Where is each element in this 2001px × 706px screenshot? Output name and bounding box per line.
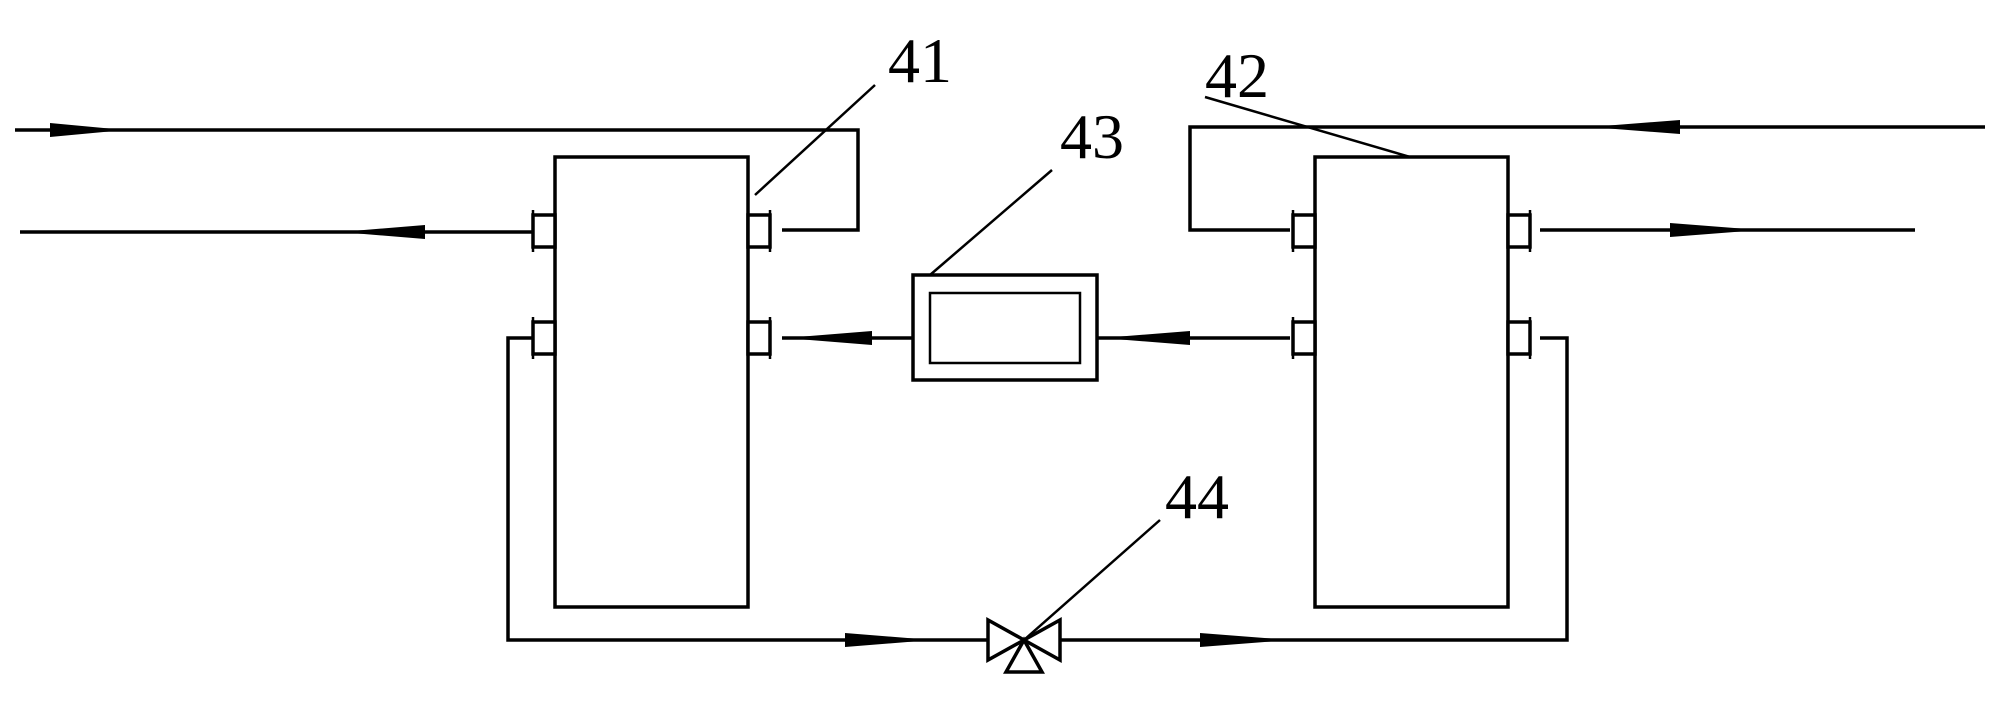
leader-41 <box>754 84 876 196</box>
arrow-bottom-right <box>1200 633 1290 647</box>
arrow-right-outlet <box>1670 223 1760 237</box>
arrow-top-left-inlet <box>50 123 125 137</box>
bottom-loop-pipe <box>506 336 1569 642</box>
flange-41-right-top <box>746 213 772 249</box>
flange-42-left-bottom <box>1291 320 1317 356</box>
label-43: 43 <box>1060 101 1124 172</box>
arrow-top-right-inlet <box>1590 120 1680 134</box>
flange-42-right-bottom <box>1506 320 1532 356</box>
unit-43 <box>911 273 1099 382</box>
left-top-pipe <box>15 128 860 232</box>
flange-41-right-bottom <box>746 320 772 356</box>
label-42: 42 <box>1205 40 1269 111</box>
flange-41-left-top <box>531 213 557 249</box>
label-41: 41 <box>888 25 952 96</box>
leader-43 <box>929 169 1053 276</box>
arrow-bottom-left <box>845 633 932 647</box>
flange-42-right-top <box>1506 213 1532 249</box>
arrow-middle-left <box>785 331 872 345</box>
arrow-middle-right <box>1102 331 1190 345</box>
valve-44 <box>986 617 1062 674</box>
flange-41-left-bottom <box>531 320 557 356</box>
right-top-pipe <box>1188 125 1985 232</box>
arrow-left-outlet <box>340 225 425 239</box>
leader-44 <box>1023 519 1161 641</box>
exchanger-42 <box>1291 155 1532 609</box>
flange-42-left-top <box>1291 213 1317 249</box>
label-44: 44 <box>1165 461 1229 532</box>
exchanger-41 <box>531 155 772 609</box>
leader-42 <box>1204 95 1411 159</box>
